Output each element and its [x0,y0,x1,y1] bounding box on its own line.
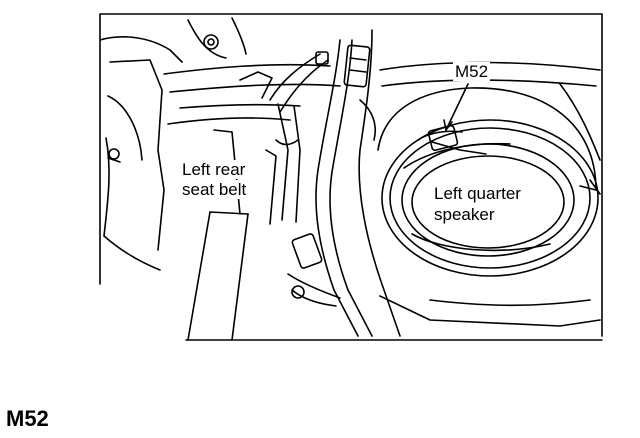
illustration-frame [99,13,603,341]
wiring-harness [269,29,401,337]
speaker-label-line-1: Left quarter [432,184,523,203]
rear-shelf [163,63,341,223]
seat-belt-strap [187,129,277,341]
seat-belt-label-line-1: Left rear [180,160,248,179]
seat-belt-label-line-2: seat belt [180,180,249,199]
m52-leader-arrow [443,119,453,131]
speaker-label-line-2: speaker [432,205,497,224]
speaker [381,119,601,277]
figure-caption: M52 [6,406,49,431]
m52-leader-line [445,83,469,131]
m52-connector-label: M52 [453,62,491,81]
left-body-panel [99,17,247,271]
